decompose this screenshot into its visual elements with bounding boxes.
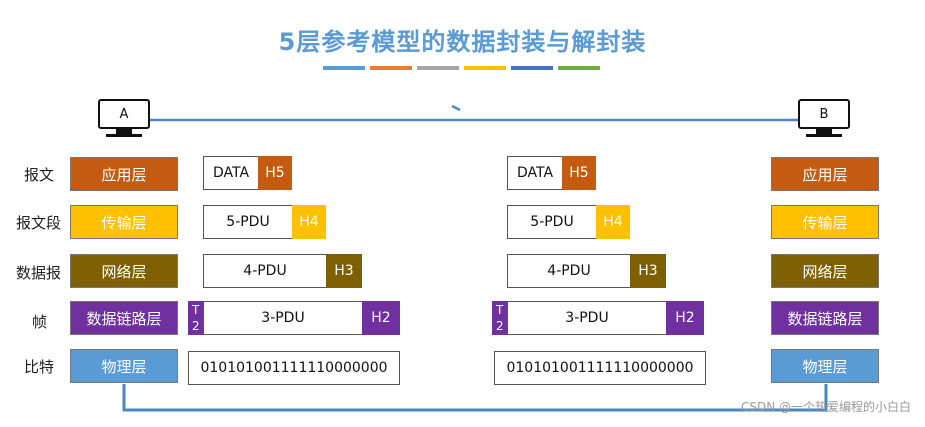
left-physical-layer: 物理层 (70, 349, 178, 383)
right-datalink-layer: 数据链路层 (771, 301, 879, 335)
left-app-data: DATA (203, 156, 259, 190)
host-b-label: B (798, 99, 850, 129)
title-bar-blue (323, 66, 365, 70)
watermark: CSDN @一个热爱编程的小白白 (740, 400, 911, 414)
left-link-trailer-t2: T 2 (188, 301, 204, 335)
host-a-monitor-icon: A (98, 99, 150, 139)
right-app-header-h5: H5 (562, 156, 596, 190)
host-a-label: A (98, 99, 150, 129)
title-bar-gray (417, 66, 459, 70)
left-datalink-layer: 数据链路层 (70, 301, 178, 335)
right-bitstream: 010101001111110000000 (494, 351, 706, 385)
row-label-frame: 帧 (32, 313, 48, 331)
right-physical-layer: 物理层 (771, 349, 879, 383)
right-network-layer: 网络层 (771, 254, 879, 288)
right-network-header-h3: H3 (630, 254, 666, 288)
row-label-message: 报文 (24, 166, 55, 184)
right-transport-layer: 传输层 (771, 205, 879, 239)
connector-tick (451, 104, 461, 112)
row-label-segment: 报文段 (16, 214, 62, 232)
right-link-trailer-t2: T 2 (492, 301, 508, 335)
title-bar-darkblue (511, 66, 553, 70)
left-network-header-h3: H3 (326, 254, 362, 288)
left-network-layer: 网络层 (70, 254, 178, 288)
diagram-title: 5层参考模型的数据封装与解封装 (278, 28, 647, 56)
left-bitstream: 010101001111110000000 (188, 351, 400, 385)
right-link-header-h2: H2 (666, 301, 704, 335)
left-app-header-h5: H5 (258, 156, 292, 190)
right-link-pdu: 3-PDU (507, 301, 667, 335)
left-transport-header-h4: H4 (292, 205, 326, 239)
left-link-header-h2: H2 (362, 301, 400, 335)
right-application-layer: 应用层 (771, 157, 879, 191)
row-label-datagram: 数据报 (16, 264, 62, 282)
right-app-data: DATA (507, 156, 563, 190)
row-label-bits: 比特 (24, 358, 55, 376)
right-transport-pdu: 5-PDU (507, 205, 597, 239)
title-bar-yellow (464, 66, 506, 70)
bottom-connector (122, 384, 828, 412)
host-b-monitor-icon: B (798, 99, 850, 139)
left-transport-pdu: 5-PDU (203, 205, 293, 239)
title-bar-orange (370, 66, 412, 70)
right-network-pdu: 4-PDU (507, 254, 631, 288)
left-link-pdu: 3-PDU (203, 301, 363, 335)
left-application-layer: 应用层 (70, 157, 178, 191)
title-bar-green (558, 66, 600, 70)
left-transport-layer: 传输层 (70, 205, 178, 239)
right-transport-header-h4: H4 (596, 205, 630, 239)
left-network-pdu: 4-PDU (203, 254, 327, 288)
